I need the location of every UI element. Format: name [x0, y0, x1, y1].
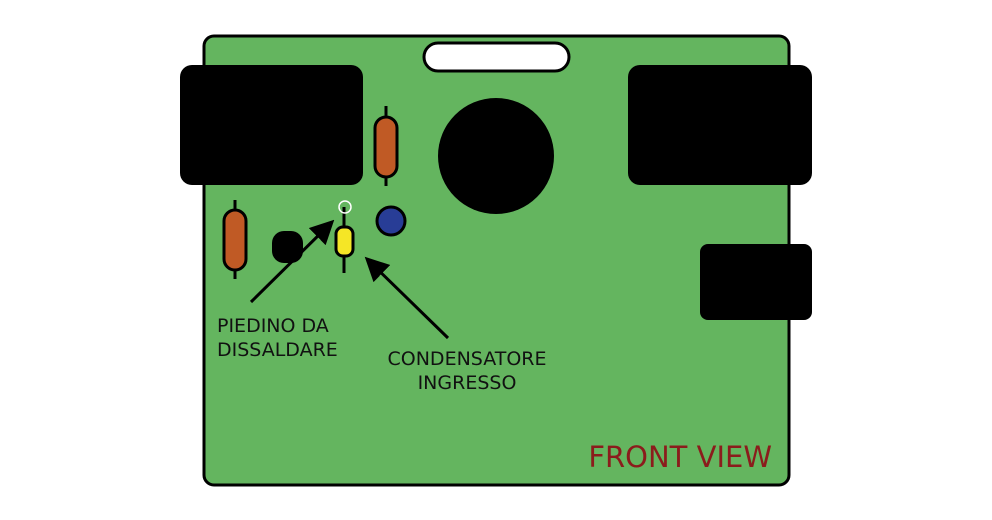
front-view-label: FRONT VIEW: [588, 440, 772, 474]
left-connector-block: [180, 65, 363, 185]
blue-component: [375, 205, 407, 237]
pin-highlight-circle: [338, 200, 352, 214]
resistor-left: [222, 200, 248, 279]
large-round-component: [438, 98, 554, 214]
capacitor-label-line2: INGRESSO: [418, 372, 517, 394]
resistor-top: [373, 106, 399, 186]
pin-label-line1: PIEDINO DA: [217, 315, 329, 337]
input-capacitor: [334, 207, 355, 273]
arrow-to-capacitor: [364, 256, 450, 340]
pin-label-line2: DISSALDARE: [217, 339, 338, 361]
right-connector-block: [628, 65, 812, 185]
board-slot: [422, 41, 571, 73]
capacitor-label-line1: CONDENSATORE: [388, 348, 547, 370]
right-small-block: [700, 244, 812, 320]
black-square-component: [272, 231, 303, 263]
arrow-to-pin: [249, 219, 335, 304]
